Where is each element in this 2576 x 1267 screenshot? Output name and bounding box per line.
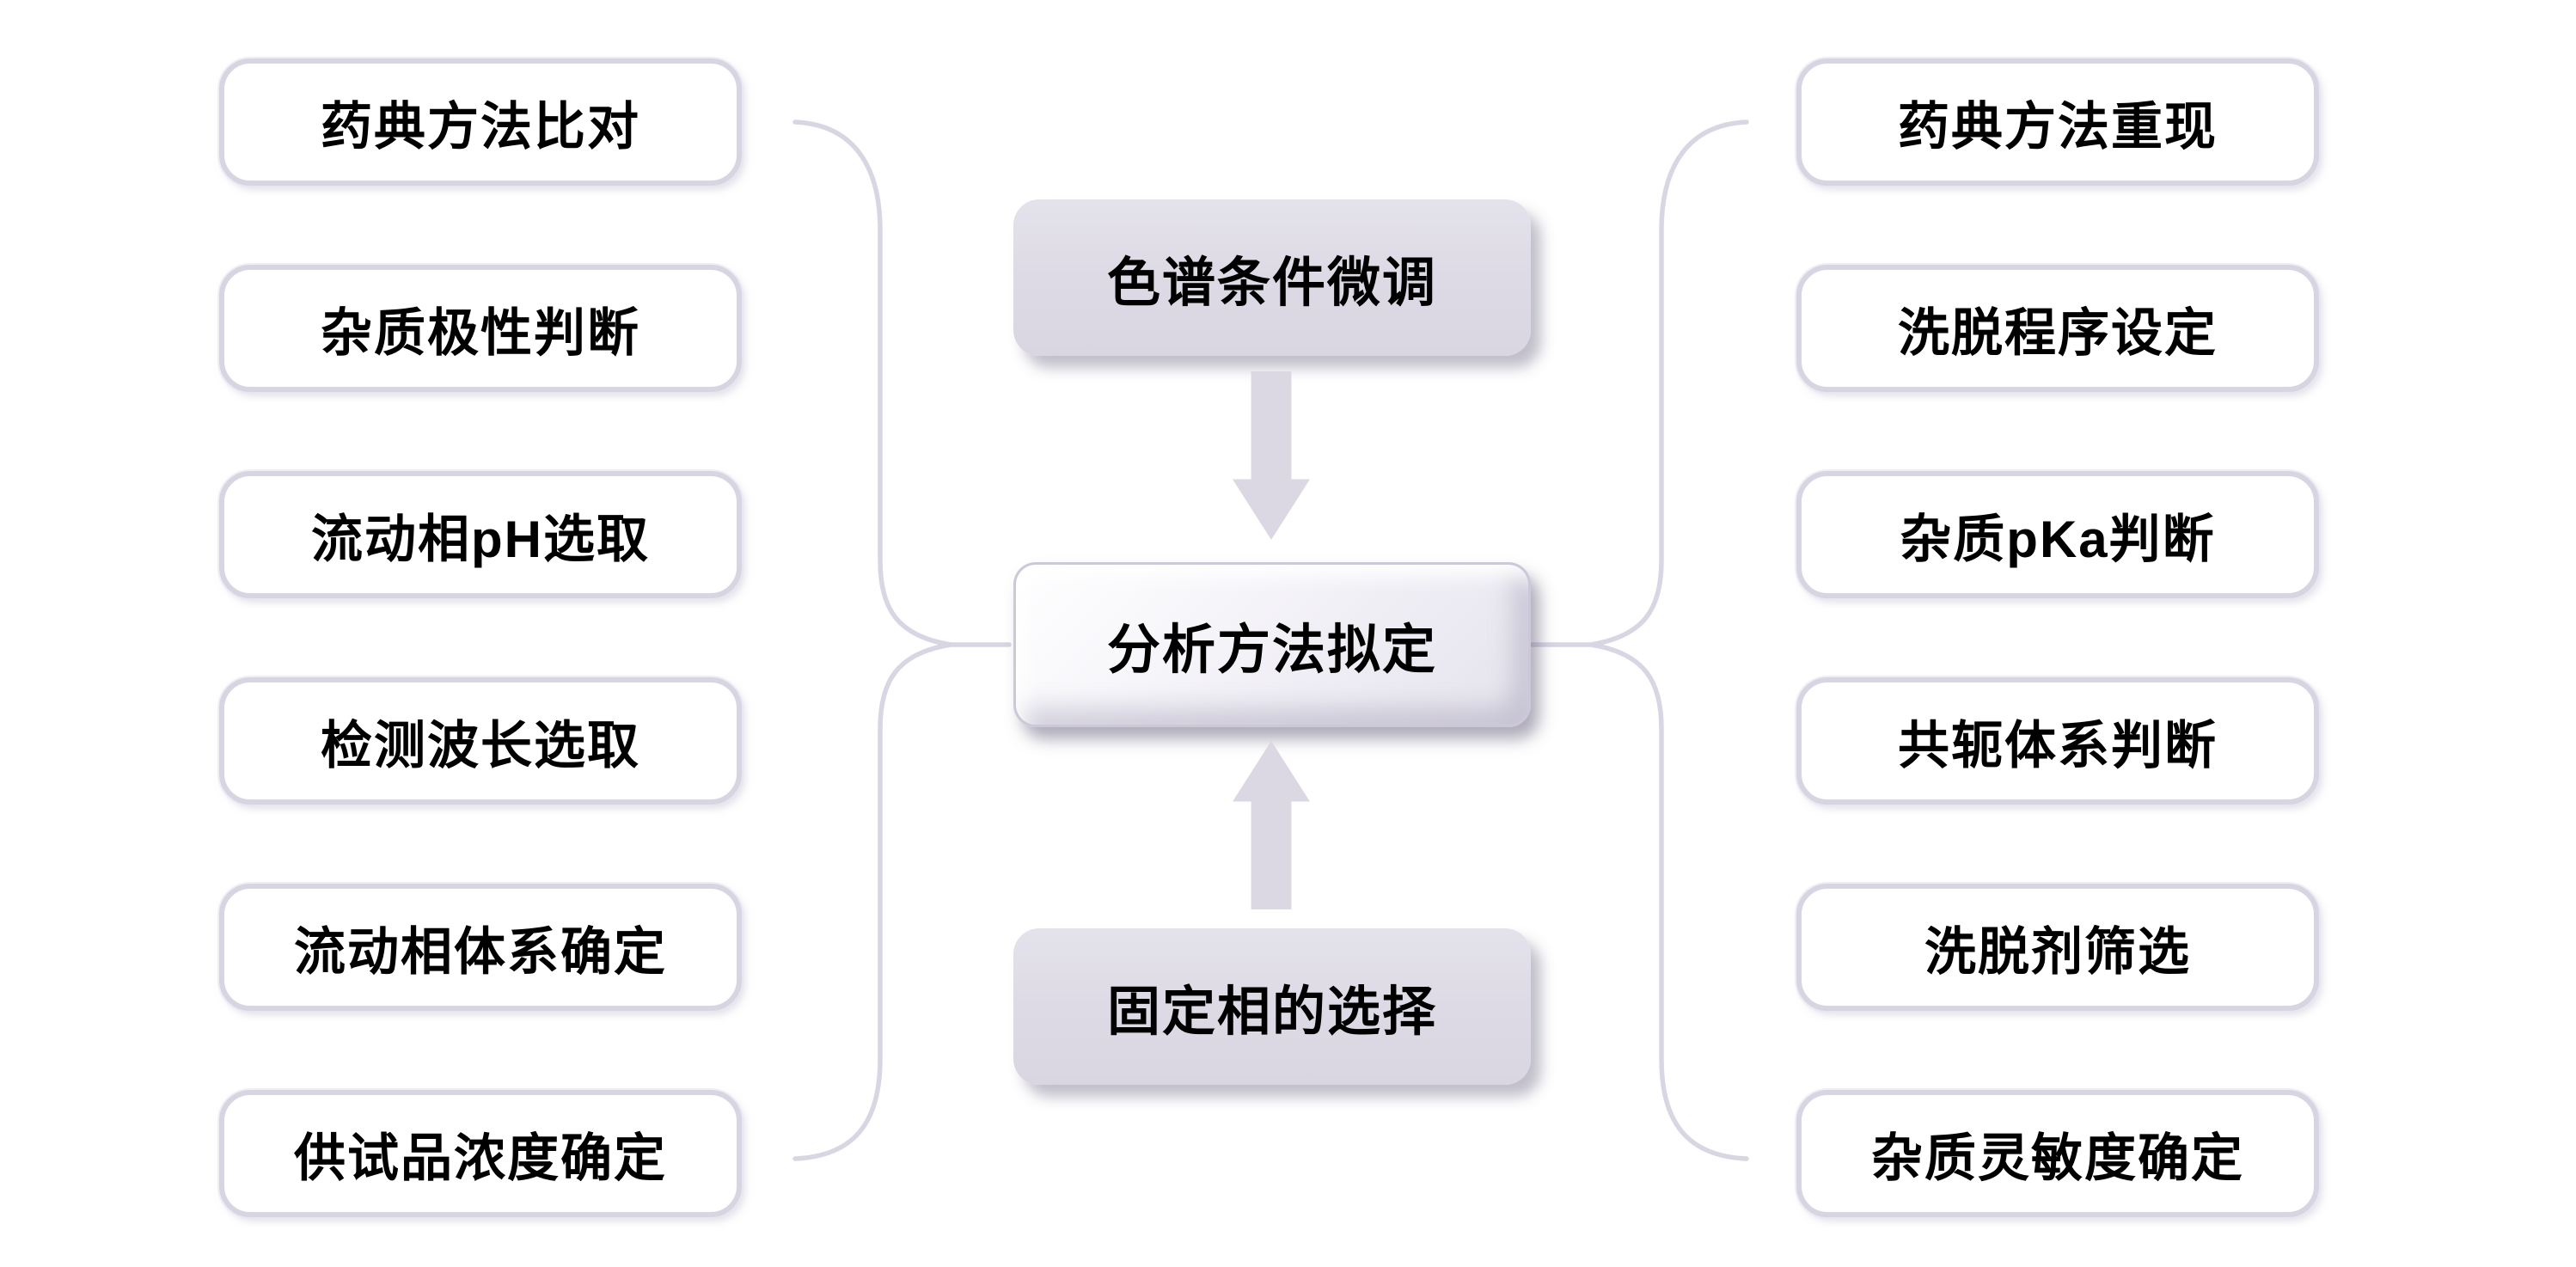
node-label: 药典方法重现 (1898, 97, 2218, 156)
left-node-5: 流动相体系确定 (219, 884, 742, 1011)
center-node-main: 分析方法拟定 (1013, 562, 1531, 727)
left-node-4: 检测波长选取 (219, 677, 742, 805)
right-node-5: 洗脱剂筛选 (1796, 884, 2319, 1011)
right-node-6: 杂质灵敏度确定 (1796, 1090, 2319, 1217)
node-label: 洗脱剂筛选 (1924, 922, 2191, 981)
right-node-3: 杂质pKa判断 (1796, 471, 2319, 598)
center-node-top: 色谱条件微调 (1013, 199, 1531, 356)
right-node-4: 共轭体系判断 (1796, 677, 2319, 805)
node-label: 流动相pH选取 (311, 510, 650, 568)
node-label: 杂质极性判断 (321, 303, 640, 362)
node-label: 固定相的选择 (1106, 982, 1437, 1042)
left-node-1: 药典方法比对 (219, 58, 742, 186)
node-label: 供试品浓度确定 (294, 1129, 667, 1187)
left-node-2: 杂质极性判断 (219, 265, 742, 392)
right-node-2: 洗脱程序设定 (1796, 265, 2319, 392)
left-node-3: 流动相pH选取 (219, 471, 742, 598)
node-label: 洗脱程序设定 (1898, 303, 2218, 362)
node-label: 分析方法拟定 (1106, 621, 1437, 680)
node-label: 共轭体系判断 (1898, 716, 2218, 774)
node-label: 色谱条件微调 (1106, 254, 1437, 313)
node-label: 流动相体系确定 (294, 922, 667, 981)
center-node-bottom: 固定相的选择 (1013, 928, 1531, 1085)
left-brace (792, 119, 1012, 1161)
right-brace (1530, 119, 1749, 1161)
node-label: 杂质pKa判断 (1900, 510, 2216, 568)
left-node-6: 供试品浓度确定 (219, 1090, 742, 1217)
right-node-1: 药典方法重现 (1796, 58, 2319, 186)
node-label: 药典方法比对 (321, 97, 640, 156)
node-label: 杂质灵敏度确定 (1871, 1129, 2244, 1187)
node-label: 检测波长选取 (321, 716, 640, 774)
